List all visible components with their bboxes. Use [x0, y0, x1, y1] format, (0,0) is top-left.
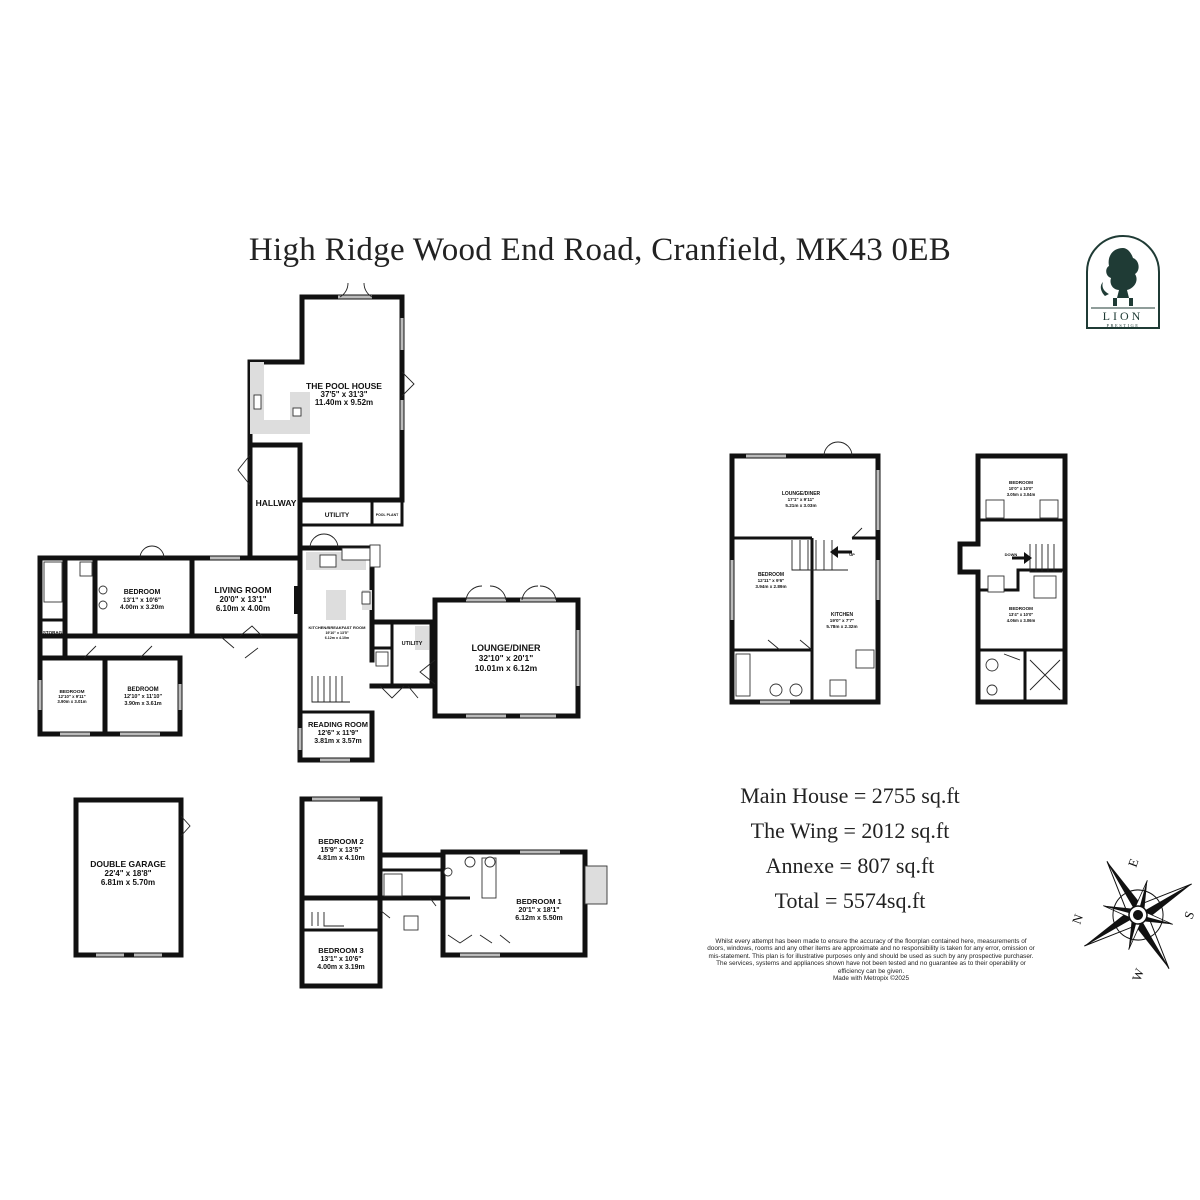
- pool-plant-name: POOL PLANT: [376, 513, 399, 517]
- bedroom-a-metric: 4.00m x 3.20m: [120, 604, 164, 611]
- bedroom-c-imperial: 12'10" x 11'10": [124, 694, 163, 700]
- living-room-imperial: 20'0" x 13'1": [220, 595, 267, 604]
- annexe-stair-down-label: DOWN: [1005, 552, 1018, 557]
- area-main-house: Main House = 2755 sq.ft: [740, 783, 960, 808]
- bedroom-2-name: BEDROOM 2: [318, 837, 363, 846]
- bedroom-2-metric: 4.81m x 4.10m: [317, 855, 364, 862]
- wing-kitchen-imperial: 19'0" x 7'7": [830, 618, 854, 623]
- kitchen-imperial: 19'10" x 13'5": [325, 631, 348, 635]
- reading-room-imperial: 12'6" x 11'9": [318, 730, 359, 737]
- area-total: Total = 5574sq.ft: [774, 888, 926, 913]
- storage-name: STORAGE: [43, 630, 65, 635]
- living-room-name: LIVING ROOM: [214, 585, 271, 595]
- living-room-metric: 6.10m x 4.00m: [216, 604, 270, 613]
- bedroom-3-metric: 4.00m x 3.19m: [317, 964, 364, 971]
- hallway-name: HALLWAY: [256, 498, 297, 508]
- wing-plan: [729, 441, 881, 705]
- main-house-plan: [37, 282, 581, 763]
- room-labels: THE POOL HOUSE 37'5" x 31'3" 11.40m x 9.…: [43, 381, 1036, 971]
- bedroom-a-imperial: 13'1" x 10'6": [123, 597, 161, 604]
- double-garage-imperial: 22'4" x 18'8": [105, 869, 152, 878]
- compass-rose-icon: [1084, 861, 1192, 969]
- disclaimer-text: Whilst every attempt has been made to en…: [707, 938, 1035, 975]
- floor-area-summary: Main House = 2755 sq.ft The Wing = 2012 …: [700, 778, 1000, 918]
- lounge-diner-name: LOUNGE/DINER: [471, 643, 541, 653]
- lounge-diner-imperial: 32'10" x 20'1": [479, 653, 534, 663]
- lounge-diner-metric: 10.01m x 6.12m: [475, 663, 538, 673]
- wing-bedroom-name: BEDROOM: [758, 572, 784, 578]
- bedroom-a-name: BEDROOM: [124, 589, 161, 596]
- wing-lounge-metric: 5.21m x 3.03m: [785, 503, 816, 508]
- utility-mid-name: UTILITY: [402, 641, 423, 647]
- annexe-bedroom-bottom-imperial: 13'4" x 10'0": [1009, 612, 1034, 617]
- annexe-plan: [957, 453, 1068, 705]
- bedroom-c-metric: 3.90m x 3.61m: [124, 701, 161, 707]
- bedroom-1-imperial: 20'1" x 18'1": [518, 907, 559, 914]
- annexe-bedroom-top-name: BEDROOM: [1009, 480, 1033, 485]
- wing-lounge-imperial: 17'1" x 9'11": [788, 497, 815, 502]
- bedroom-1-name: BEDROOM 1: [516, 897, 561, 906]
- compass-e: E: [1125, 856, 1142, 869]
- property-title: High Ridge Wood End Road, Cranfield, MK4…: [248, 232, 952, 268]
- utility-top-name: UTILITY: [325, 512, 350, 519]
- annexe-bedroom-bottom-metric: 4.06m x 3.06m: [1007, 618, 1036, 623]
- pool-house-metric: 11.40m x 9.52m: [315, 398, 373, 407]
- wing-bedroom-metric: 3.94m x 2.89m: [755, 584, 786, 589]
- pool-house-name: THE POOL HOUSE: [306, 381, 382, 391]
- first-floor-plan: [299, 796, 608, 989]
- logo-subtitle: PRESTIGE: [1106, 323, 1139, 328]
- bedroom-b-imperial: 12'10" x 9'11": [58, 694, 85, 699]
- bedroom-c-name: BEDROOM: [127, 687, 158, 693]
- double-garage-metric: 6.81m x 5.70m: [101, 878, 155, 887]
- compass-w: W: [1129, 966, 1148, 983]
- annexe-bedroom-top-imperial: 10'0" x 10'0": [1009, 486, 1034, 491]
- wing-stair-up-label: UP: [849, 552, 855, 557]
- area-annexe: Annexe = 807 sq.ft: [765, 853, 935, 878]
- reading-room-metric: 3.81m x 3.57m: [314, 738, 361, 745]
- annexe-bedroom-bottom-name: BEDROOM: [1009, 606, 1033, 611]
- kitchen-name: KITCHEN/BREAKFAST ROOM: [309, 625, 367, 630]
- lion-prestige-logo: LION PRESTIGE: [1086, 235, 1160, 329]
- wing-lounge-name: LOUNGE/DINER: [782, 491, 821, 497]
- garage-plan: [73, 797, 191, 958]
- bedroom-b-metric: 3.90m x 3.01m: [57, 699, 86, 704]
- reading-room-name: READING ROOM: [308, 720, 368, 729]
- logo-name: LION: [1103, 309, 1144, 323]
- double-garage-name: DOUBLE GARAGE: [90, 859, 166, 869]
- compass-n: N: [1069, 911, 1087, 926]
- pool-house-imperial: 37'5" x 31'3": [321, 390, 368, 399]
- disclaimer: Whilst every attempt has been made to en…: [706, 938, 1036, 982]
- lion-icon: [1100, 248, 1139, 306]
- wing-kitchen-name: KITCHEN: [831, 612, 854, 618]
- bedroom-b-name: BEDROOM: [59, 689, 84, 695]
- area-the-wing: The Wing = 2012 sq.ft: [750, 818, 950, 843]
- compass-s: S: [1181, 909, 1198, 921]
- bedroom-2-imperial: 15'9" x 13'5": [320, 847, 361, 854]
- wing-bedroom-imperial: 12'11" x 9'6": [758, 578, 785, 583]
- bedroom-3-name: BEDROOM 3: [318, 946, 363, 955]
- bedroom-1-metric: 6.12m x 5.50m: [515, 915, 562, 922]
- bedroom-3-imperial: 13'1" x 10'6": [320, 956, 361, 963]
- wing-kitchen-metric: 5.78m x 2.32m: [826, 624, 857, 629]
- annexe-bedroom-top-metric: 3.05m x 3.04m: [1007, 492, 1036, 497]
- kitchen-metric: 6.12m x 4.10m: [325, 636, 349, 640]
- made-with: Made with Metropix ©2025: [832, 975, 910, 983]
